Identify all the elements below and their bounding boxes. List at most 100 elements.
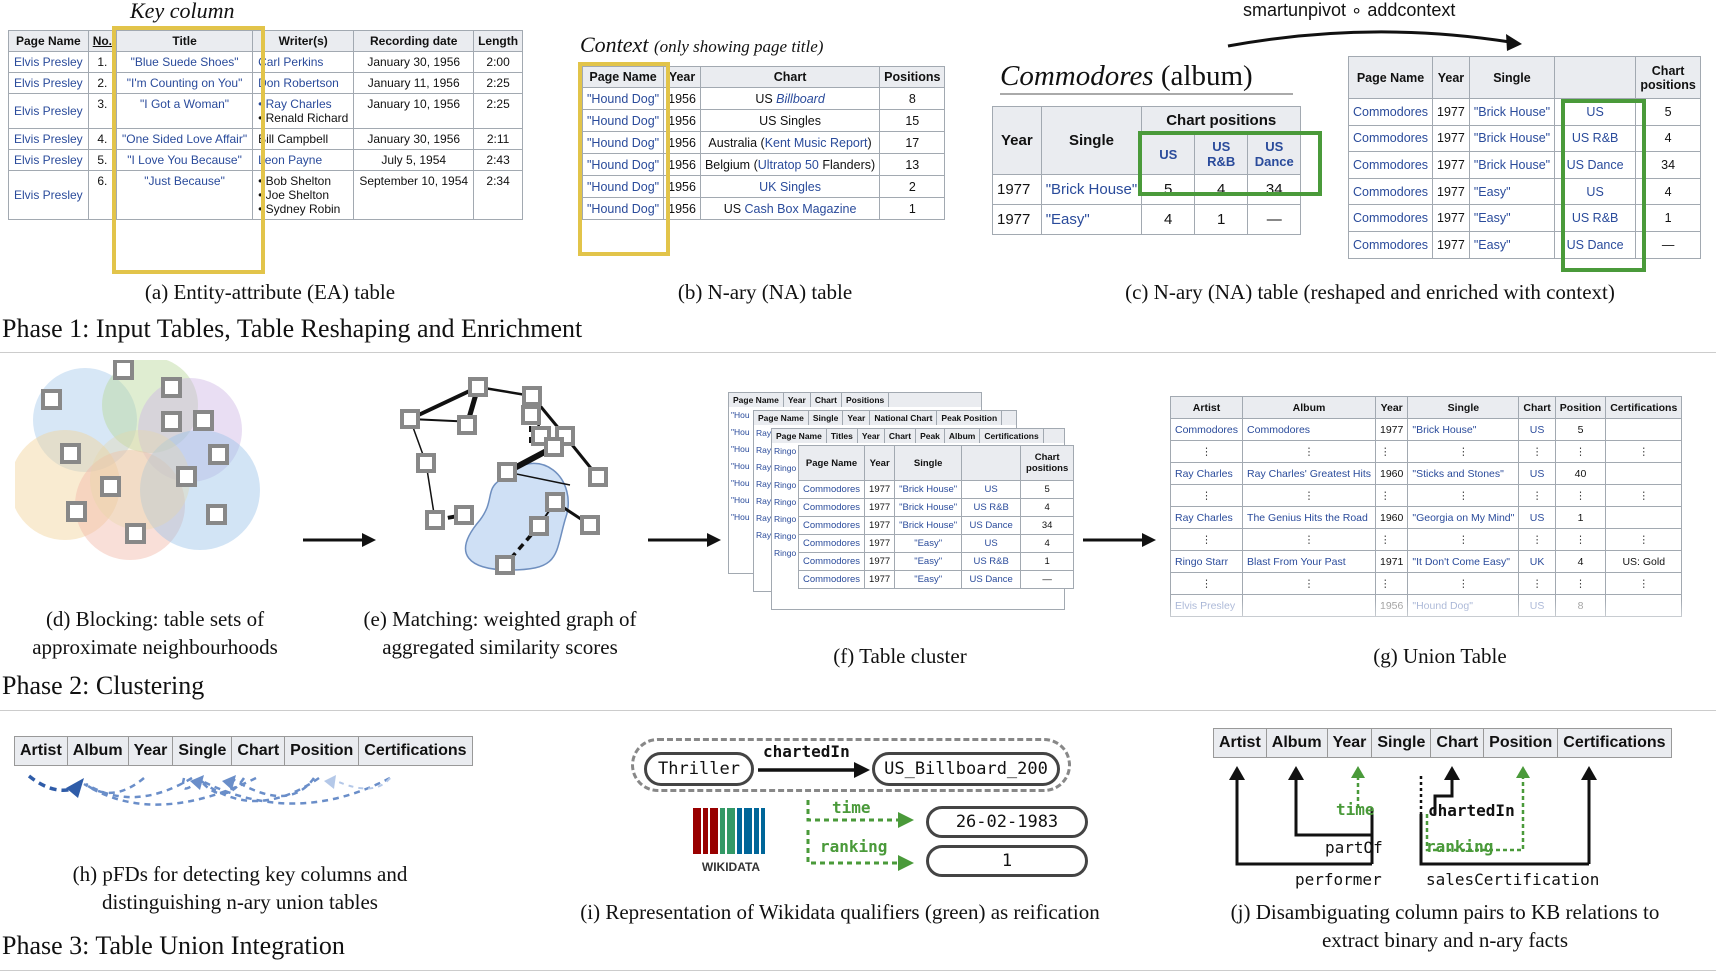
- column-header: Single: [809, 411, 844, 425]
- relation-ranking-label: ranking: [1426, 837, 1494, 856]
- table-cell: ⋮: [1605, 440, 1683, 463]
- column-header: Page Name: [754, 411, 809, 425]
- album-title: Commodores (album): [1000, 60, 1293, 95]
- table-cell: 1960: [1374, 506, 1409, 529]
- table-cell: Carl Perkins: [252, 51, 355, 73]
- table-cell: Ringo: [774, 463, 797, 473]
- album-name: Commodores: [1000, 60, 1154, 92]
- table-node: [125, 523, 146, 544]
- column-header: Chart: [1431, 729, 1485, 757]
- caption-f: (f) Table cluster: [833, 644, 967, 668]
- column-header: Album: [1267, 729, 1328, 757]
- blocking-diagram: [15, 360, 260, 560]
- column-header: Page Name: [8, 30, 89, 52]
- table-cell: 1977: [992, 204, 1042, 235]
- table-cell: "Easy": [1040, 204, 1143, 235]
- table-row: ⋮⋮⋮⋮⋮⋮⋮: [1169, 440, 1683, 463]
- table-cell: Ringo: [774, 514, 797, 524]
- table-cell: 2:11: [473, 128, 524, 150]
- table-cell: ⋮: [1554, 484, 1607, 507]
- column-header: Album: [945, 429, 981, 443]
- relation-chartedin-label: chartedIn: [1428, 801, 1515, 820]
- caption-j: (j) Disambiguating column pairs to KB re…: [1230, 900, 1660, 952]
- table-cell: 1977: [992, 174, 1042, 205]
- table-cell: "Brick House": [894, 498, 963, 517]
- table-cell: ⋮: [1554, 528, 1607, 551]
- table-cell: 4: [1554, 550, 1607, 573]
- table-cell: Commodores: [797, 534, 866, 553]
- column-header: Chart positions: [1635, 56, 1702, 99]
- wikidata-logo-bar: [727, 808, 735, 854]
- column-header: [961, 445, 1022, 481]
- table-cell: US: [1518, 462, 1556, 485]
- table-cell: 17: [879, 131, 946, 154]
- table-cell: 1977: [1374, 418, 1409, 441]
- caption-i: (i) Representation of Wikidata qualifier…: [580, 900, 1100, 924]
- table-cell: Ringo: [774, 531, 797, 541]
- table-cell: ⋮: [1554, 440, 1607, 463]
- table-cell: September 10, 1954: [353, 170, 475, 220]
- table-cell: 1977: [864, 552, 896, 571]
- table-cell: "Easy": [1468, 230, 1556, 259]
- graph-node: [522, 386, 542, 406]
- table-cell: 2:00: [473, 51, 524, 73]
- table-cell: "Brick House": [1040, 174, 1143, 205]
- table-cell: "One Sided Love Affair": [116, 128, 254, 150]
- column-header: Positions: [842, 393, 890, 407]
- qualifier-arrows: [806, 800, 914, 871]
- column-header: Artist: [1214, 729, 1267, 757]
- table-cell: 1: [1635, 204, 1702, 232]
- graph-node: [457, 415, 477, 435]
- table-cell: Elvis Presley: [8, 149, 89, 171]
- table-cell: 1: [1554, 506, 1607, 529]
- wikidata-logo: WIKIDATA: [693, 808, 765, 874]
- wikidata-logo-bar: [761, 808, 765, 854]
- table-cell: 4: [1020, 498, 1075, 517]
- context-note: (only showing page title): [653, 37, 824, 56]
- table-cell: "Hou: [731, 512, 750, 522]
- table-cell: Elvis Presley: [8, 128, 89, 150]
- key-column-highlight: [112, 26, 265, 274]
- table-cell: —: [1020, 570, 1075, 589]
- column-header: Chart: [699, 66, 881, 88]
- table-cell: 34: [1247, 174, 1302, 205]
- table-cell: Ray Charles: [1169, 506, 1244, 529]
- table-cell: 1977: [864, 570, 896, 589]
- table-cell: "Easy": [894, 552, 963, 571]
- table-cell: 4: [1635, 177, 1702, 206]
- table-cell: US Dance: [1554, 230, 1637, 259]
- graph-node: [454, 505, 474, 525]
- predicate-arrow: [758, 762, 870, 778]
- table-cell: Ray Charles' Greatest Hits: [1242, 462, 1376, 485]
- table-node: [66, 501, 87, 522]
- table-cell: Commodores: [1347, 204, 1434, 232]
- table-cell: Commodores: [797, 552, 866, 571]
- table-cell: "I Got a Woman": [116, 93, 254, 129]
- table-cell: 2:25: [473, 72, 524, 94]
- table-cell: ⋮: [1407, 528, 1520, 551]
- table-cell: Ray: [756, 496, 772, 506]
- table-node: [161, 377, 182, 398]
- table-cell: 1956: [663, 87, 701, 110]
- table-cell: ⋮: [1374, 440, 1409, 463]
- table-node: [113, 360, 134, 380]
- column-header: Artist: [1169, 396, 1244, 419]
- caption-e: (e) Matching: weighted graph of aggregat…: [363, 607, 637, 659]
- column-header: Title: [116, 30, 254, 52]
- phase2-title: Phase 2: Clustering: [2, 671, 205, 700]
- table-cell: 1977: [1432, 204, 1470, 232]
- table-cell: 1971: [1374, 550, 1409, 573]
- table-node: [41, 389, 62, 410]
- table-cell: Leon Payne: [252, 149, 355, 171]
- column-header: Year: [663, 66, 701, 88]
- table-cell: Commodores: [797, 516, 866, 535]
- table-cell: January 30, 1956: [353, 51, 475, 73]
- table-cell: ⋮: [1169, 440, 1244, 463]
